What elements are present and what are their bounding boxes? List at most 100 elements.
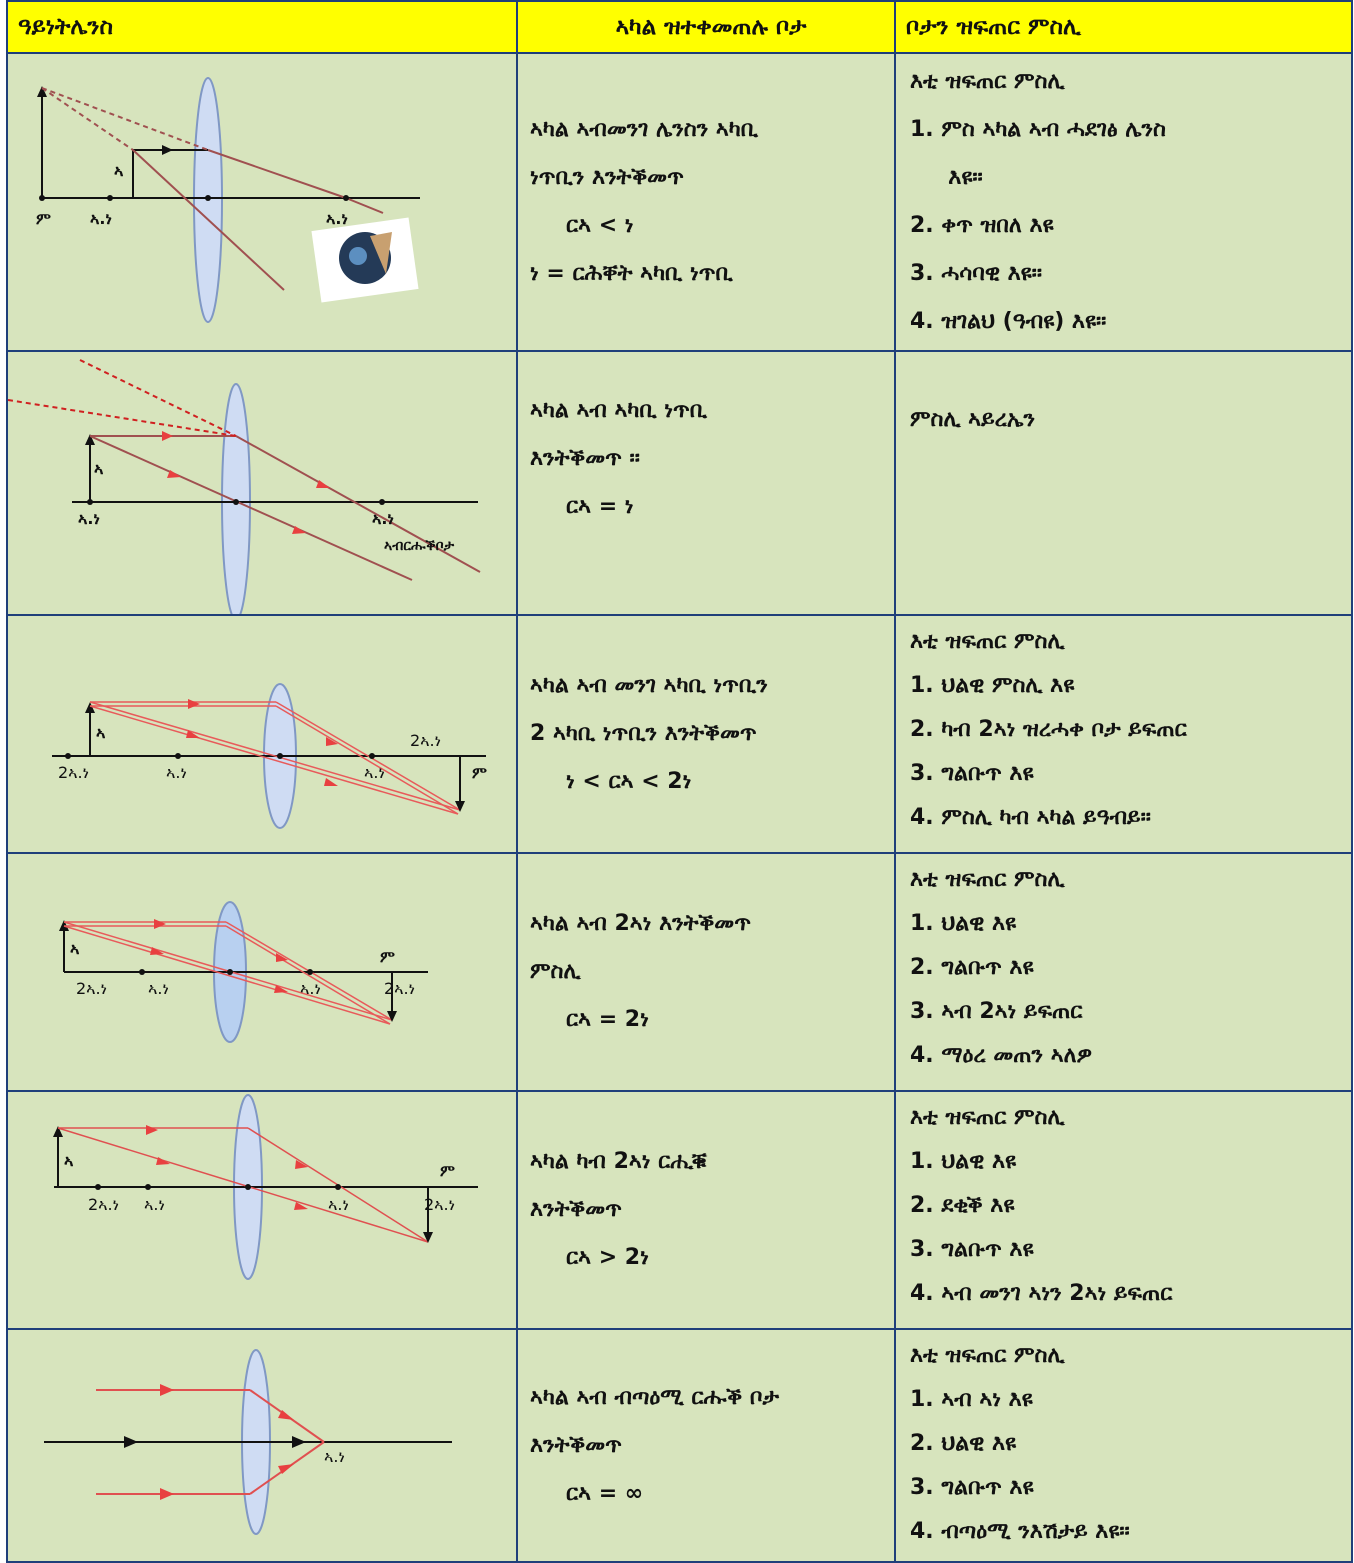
list-item: 1. ህልዊ እዩ (910, 1149, 1017, 1174)
focal-point (369, 753, 375, 759)
position-text: እንትቕመጥ ፡፡ (530, 446, 640, 471)
list-item: 3. ግልቡጥ እዩ (910, 1475, 1034, 1500)
result-list: 1. ኣብ ኣነ እዩ 2. ህልዊ እዩ 3. ግልቡጥ እዩ 4. ብጣዕሚ… (910, 1378, 1337, 1554)
list-item: 4. ዝገልህ (ዓብዩ) እዩ፡፡ (910, 309, 1107, 334)
ray-diagram-at-2f: ኣ 2ኣ.ነ ኣ.ነ ኣ.ነ 2ኣ.ነ ም (59, 901, 428, 1043)
list-item: 1. ምስ ኣካል ኣብ ሓደገፅ ሌንስ (910, 117, 1166, 142)
position-cell: ኣካል ኣብ ብጣዕሚ ርሑቕ ቦታ እንትቕመጥ ርኣ = ∞ (516, 1328, 896, 1563)
double-focal-label: 2ኣ.ነ (76, 979, 107, 998)
ray-arrow-icon (146, 1125, 158, 1135)
ray-diagram-at-focus: ኣ ኣ.ነ ኣ.ነ ኣብርሑቕቦታ (8, 359, 481, 614)
center-ray (57, 1127, 429, 1243)
ray-extension (345, 197, 384, 214)
result-cell: እቲ ዝፍጠር ምስሊ 1. ህልዊ ምስሊ እዩ 2. ካብ 2ኣነ ዝረሓቀ… (894, 614, 1353, 854)
position-text: 2 ኣካቢ ነጥቢን እንትቕመጥ (530, 721, 757, 746)
list-item: 2. ህልዊ እዩ (910, 1431, 1017, 1456)
table-row: ኣ 2ኣ.ነ ኣ.ነ ኣ.ነ 2ኣ.ነ ም ኣካል ኣብ መንገ ኣካቢ ነጥቢ… (6, 614, 1353, 854)
focal-point-label: ኣብርሑቕቦታ (384, 538, 455, 554)
object-arrowhead-icon (53, 1126, 63, 1137)
eye-lid-icon (370, 232, 392, 274)
double-focal-point (95, 1184, 101, 1190)
position-cell: ኣካል ካብ 2ኣነ ርሒቑ እንትቕመጥ ርኣ > 2ነ (516, 1090, 896, 1330)
focal-label: ኣ.ነ (148, 979, 169, 998)
list-item: 3. ሓሳባዊ እዩ፡፡ (910, 261, 1043, 286)
header-row: ዓይነትሌንስ ኣካል ዝተቀመጠሉ ቦታ ቦታን ዝፍጠር ምስሊ (6, 0, 1353, 54)
position-text: ኣካል ኣብ 2ኣነ እንትቕመጥ (530, 911, 751, 936)
refracted-ray (235, 435, 481, 573)
object-label: ኣ (114, 161, 124, 180)
focal-point (335, 1184, 341, 1190)
position-text: እንትቕመጥ (530, 1432, 622, 1458)
focal-label: ኣ.ነ (90, 209, 112, 228)
list-item: 3. ግልቡጥ እዩ (910, 1237, 1034, 1262)
focal-label: ኣ.ነ (166, 763, 187, 782)
position-cell: ኣካል ኣብ 2ኣነ እንትቕመጥ ምስሊ ርኣ = 2ነ (516, 852, 896, 1092)
ray-arrow-icon (278, 1464, 294, 1474)
image-arrowhead-icon (455, 801, 465, 812)
image-label: ም (472, 763, 487, 782)
ray-arrow-icon (124, 1436, 138, 1448)
object-label: ኣ (96, 723, 106, 742)
position-text: ኣካል ኣብ ብጣዕሚ ርሑቕ ቦታ (530, 1384, 779, 1410)
virtual-ray-1 (8, 399, 237, 437)
ray-arrow-icon (186, 730, 200, 738)
virtual-ray-1 (41, 87, 209, 151)
double-focal-point (65, 753, 71, 759)
ray-arrow-icon (162, 431, 173, 441)
ray-diagram-at-infinity: ኣ.ነ (44, 1349, 452, 1535)
list-item: 4. ምስሊ ካብ ኣካል ይዓብይ፡፡ (910, 805, 1151, 830)
list-item: 1. ኣብ ኣነ እዩ (910, 1387, 1033, 1412)
list-item: 2. ቀጥ ዝበለ እዩ (910, 213, 1054, 238)
position-text: ኣካል ኣብ መንገ ኣካቢ ነጥቢን (530, 673, 768, 698)
optical-center (245, 1184, 251, 1190)
header-object-position: ኣካል ዝተቀመጠሉ ቦታ (516, 0, 896, 54)
result-cell: እቲ ዝፍጠር ምስሊ 1. ህልዊ እዩ 2. ግልቡጥ እዩ 3. ኣብ 2… (894, 852, 1353, 1092)
optical-center (277, 753, 283, 759)
ray-diagram-cell: ኣ ም ኣ.ነ ኣ.ነ (6, 52, 518, 352)
ray-arrow-icon (324, 778, 338, 786)
eye-pupil-icon (349, 247, 367, 265)
result-cell: እቲ ዝፍጠር ምስሊ 1. ህልዊ እዩ 2. ደቂቕ እዩ 3. ግልቡጥ … (894, 1090, 1353, 1330)
ray-arrow-icon (278, 1410, 294, 1420)
double-focal-label: 2ኣ.ነ (424, 1195, 455, 1214)
result-cell: እቲ ዝፍጠር ምስሊ 1. ምስ ኣካል ኣብ ሓደገፅ ሌንስ እዩ፡፡ 2… (894, 52, 1353, 352)
double-focal-label: 2ኣ.ነ (58, 763, 89, 782)
ray-diagram-cell: ኣ 2ኣ.ነ ኣ.ነ ኣ.ነ 2ኣ.ነ ም (6, 614, 518, 854)
result-list: 1. ህልዊ እዩ 2. ግልቡጥ እዩ 3. ኣብ 2ኣነ ይፍጠር 4. ማ… (910, 902, 1337, 1078)
image-label: ም (36, 209, 51, 228)
result-title: ምስሊ ኣይረኤን (910, 407, 1036, 432)
list-item: 2. ደቂቕ እዩ (910, 1193, 1015, 1218)
table-row: ኣ ኣ.ነ ኣ.ነ ኣብርሑቕቦታ ኣካል ኣብ ኣካቢ ነጥቢ እንትቕመጥ … (6, 350, 1353, 616)
table-row: ኣ.ነ ኣካል ኣብ ብጣዕሚ ርሑቕ ቦታ እንትቕመጥ ርኣ = ∞ እቲ … (6, 1328, 1353, 1563)
ray-arrow-icon (150, 947, 164, 955)
refracted-ray (207, 149, 347, 199)
list-item: 2. ግልቡጥ እዩ (910, 955, 1034, 980)
ray-arrow-icon (292, 1436, 306, 1448)
focal-point (145, 1184, 151, 1190)
focal-label: ኣ.ነ (78, 509, 100, 528)
result-cell: ምስሊ ኣይረኤን (894, 350, 1353, 616)
ray-diagram-cell: ኣ ኣ.ነ ኣ.ነ ኣብርሑቕቦታ (6, 350, 518, 616)
focal-point (107, 195, 113, 201)
ray-arrow-icon (154, 919, 166, 929)
position-text: ኣካል ኣብመንገ ሌንስን ኣካቢ (530, 117, 759, 142)
ray-arrow-icon (156, 1157, 170, 1165)
virtual-ray-2 (79, 359, 237, 437)
position-text: ነጥቢን እንትቕመጥ (530, 165, 684, 190)
position-equation: ርኣ = ∞ (566, 1480, 644, 1506)
result-title: እቲ ዝፍጠር ምስሊ (910, 867, 1065, 892)
result-title: እቲ ዝፍጠር ምስሊ (910, 1343, 1065, 1368)
axis-point (39, 195, 45, 201)
list-item: 4. ብጣዕሚ ንእሽታይ እዩ፡፡ (910, 1519, 1130, 1544)
result-list: 1. ምስ ኣካል ኣብ ሓደገፅ ሌንስ እዩ፡፡ 2. ቀጥ ዝበለ እዩ … (910, 106, 1337, 346)
object-label: ኣ (70, 939, 80, 958)
header-image-formed: ቦታን ዝፍጠር ምስሊ (894, 0, 1353, 54)
ray-diagram-cell: ኣ 2ኣ.ነ ኣ.ነ ኣ.ነ 2ኣ.ነ ም (6, 1090, 518, 1330)
ray-arrow-icon (160, 1488, 174, 1500)
image-arrowhead-icon (423, 1232, 433, 1243)
ray-arrow-icon (316, 480, 330, 488)
focal-label: ኣ.ነ (364, 763, 385, 782)
object-label: ኣ (94, 459, 104, 478)
virtual-ray-2 (41, 87, 134, 151)
result-title: እቲ ዝፍጠር ምስሊ (910, 69, 1065, 94)
